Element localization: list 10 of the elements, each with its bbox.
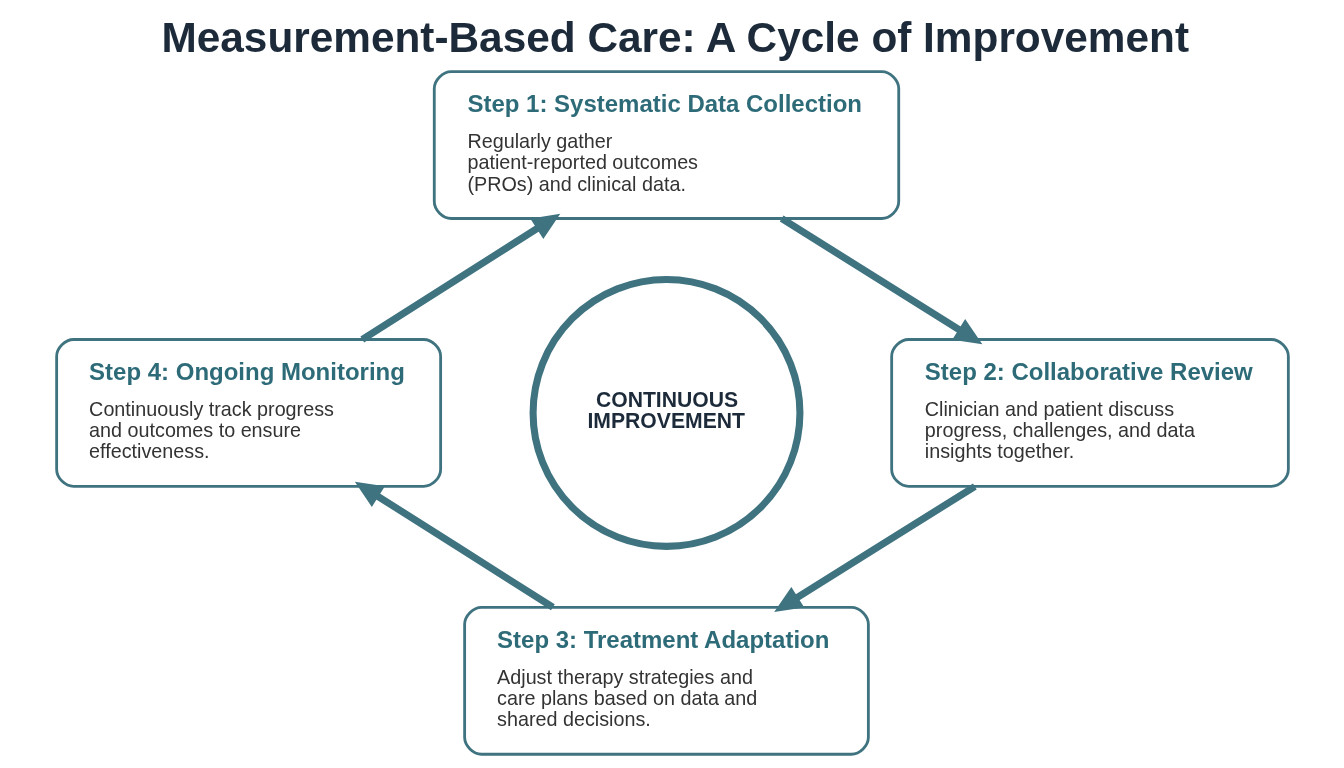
diagram-title: Measurement-Based Care: A Cycle of Improvement xyxy=(160,13,1189,61)
node-box: Step 2: Collaborative Review Clinician and patient discuss progress, challenges, and data insights together. xyxy=(889,338,1290,488)
node-box: Step 3: Treatment Adaptation Adjust therapy strategies and care plans based on data and shared decisions. xyxy=(462,606,870,756)
node-box: Step 1: Systematic Data Collection Regularly gather patient-reported outcomes (PROs) and clinical data. xyxy=(432,70,900,220)
arrow xyxy=(779,215,982,345)
arrow xyxy=(773,483,977,612)
arrow xyxy=(359,213,560,343)
node-circle: CONTINUOUS IMPROVEMENT xyxy=(529,276,803,550)
arrow xyxy=(354,481,555,611)
node-box: Step 4: Ongoing Monitoring Continuously track progress and outcomes to ensure effectiveness. xyxy=(54,338,442,488)
